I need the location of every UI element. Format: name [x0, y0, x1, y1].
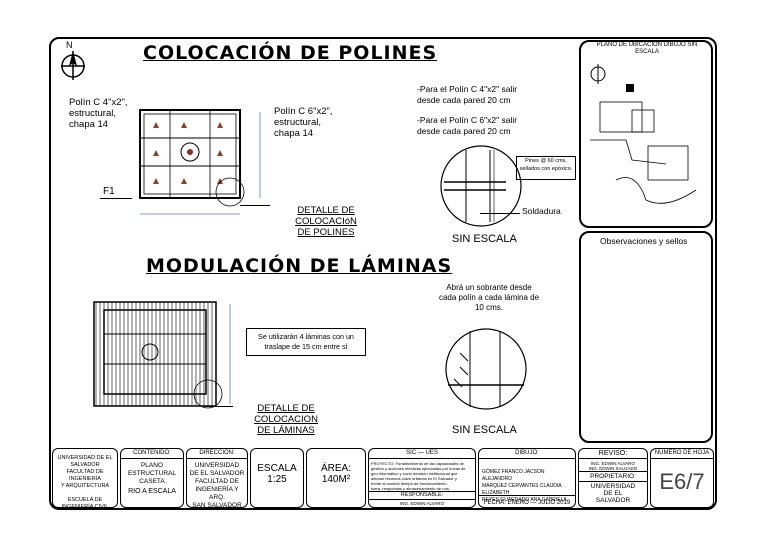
- tb-propietario-text: UNIVERSIDAD DE EL SALVADOR: [590, 483, 636, 504]
- ubicacion-panel: [579, 40, 713, 228]
- tb-contenido-text: PLANO ESTRUCTURAL CASETA: [127, 462, 177, 485]
- tb-hoja-number: E6/7: [659, 469, 705, 494]
- polin-4x2-label: Polín C 4"x2", estructural, chapa 14: [69, 97, 128, 130]
- polines-detail-circle: [440, 145, 522, 227]
- sin-escala-polines: SIN ESCALA: [452, 233, 517, 245]
- north-label: N: [66, 40, 73, 50]
- soldadura-label: Soldadura: [522, 206, 561, 216]
- detalle-laminas-label: DETALLE DE COLOCACION DE LÁMINAS: [254, 403, 318, 436]
- laminas-plan-drawing: /* placeholder */: [93, 301, 231, 409]
- polin-6x2-label: Polín C 6"x2", estructural, chapa 14: [274, 106, 333, 139]
- tb-area-text: ÁREA: 140M²: [320, 463, 351, 485]
- tb-school: UNIVERSIDAD DE EL SALVADOR FACULTAD DE I…: [52, 448, 118, 508]
- tb-direccion: DIRECCIÓN: UNIVERSIDAD DE EL SALVADOR FA…: [186, 448, 248, 508]
- tb-reviso-header: REVISÓ:: [579, 449, 647, 459]
- polin-6x2-note: -Para el Polín C 6"x2" salir desde cada …: [417, 115, 518, 136]
- tb-sic-text: PROYECTO: Fortalecimiento de las capacid…: [371, 461, 466, 491]
- polin-4x2-note: -Para el Polín C 4"x2" salir desde cada …: [417, 84, 518, 105]
- f1-leader: [100, 198, 132, 199]
- tb-escala: ESCALA 1:25: [250, 448, 304, 508]
- tb-contenido-sub: RIO A ESCALA: [128, 488, 176, 495]
- laminas-note: Abrá un sobrante desde cada polín a cada…: [438, 283, 540, 312]
- tb-dibujo-text: GÓMEZ FRANCO JACSON ALEJANDRO MÁRQUEZ CE…: [482, 469, 567, 503]
- tb-escala-text: ESCALA 1:25: [257, 463, 297, 485]
- f1-label: F1: [103, 186, 115, 197]
- laminas-callout: Se utilizarán 4 láminas con un traslape …: [246, 328, 366, 356]
- tb-reviso-text: ING. EDWIN ALVARO ING. EDWIN SALGADO: [588, 461, 638, 471]
- tb-sic: SIC — UES PROYECTO: Fortalecimiento de l…: [368, 448, 476, 508]
- tb-dibujo: DIBUJO: GÓMEZ FRANCO JACSON ALEJANDRO MÁ…: [478, 448, 576, 508]
- location-map-drawing: [590, 64, 697, 204]
- ubicacion-title: PLANO DE UBICACIÓN DIBUJO SIN ESCALA: [596, 42, 698, 55]
- title-colocacion-polines: COLOCACIÓN DE POLINES: [143, 42, 438, 64]
- drawing-frame: [49, 37, 717, 510]
- tb-sic-header: SIC — UES: [369, 449, 475, 459]
- tb-propietario-header: PROPIETARIO:: [579, 471, 647, 482]
- tb-contenido: CONTENIDO: PLANO ESTRUCTURAL CASETA RIO …: [120, 448, 184, 508]
- observaciones-label: Observaciones y sellos: [600, 236, 688, 246]
- tb-responsable-text: ING. EDWIN ALVARO ING. EDWIN SALGADO: [398, 501, 447, 507]
- tb-school-text: UNIVERSIDAD DE EL SALVADOR FACULTAD DE I…: [57, 455, 113, 508]
- tb-contenido-header: CONTENIDO:: [121, 449, 183, 459]
- sin-escala-laminas: SIN ESCALA: [452, 424, 517, 436]
- tb-dibujo-header: DIBUJO:: [479, 449, 575, 459]
- laminas-detail-circle: [445, 328, 527, 410]
- polines-plan-drawing: [139, 109, 261, 215]
- detalle-laminas-leader: [205, 406, 233, 407]
- title-modulacion-laminas: MODULACIÓN DE LÁMINAS: [146, 255, 453, 277]
- tb-hoja: NÚMERO DE HOJA E6/7: [650, 448, 714, 508]
- tb-responsable-header: RESPONSABLE:: [369, 491, 475, 500]
- pines-callout: Pines @ 60 cms, sellados con epóxico.: [516, 156, 576, 180]
- north-arrow-icon: [61, 51, 85, 80]
- tb-reviso: REVISÓ: ING. EDWIN ALVARO ING. EDWIN SAL…: [578, 448, 648, 508]
- soldadura-leader: [480, 213, 520, 214]
- tb-hoja-header: NÚMERO DE HOJA: [651, 449, 713, 459]
- tb-fecha: FECHA: ENERO — JULIO 2019: [479, 495, 575, 507]
- observaciones-panel: [579, 231, 713, 443]
- detalle-polines-leader: [240, 205, 270, 206]
- detalle-polines-label: DETALLE DE COLOCACIóN DE POLINES: [295, 205, 357, 238]
- tb-direccion-header: DIRECCIÓN:: [187, 449, 247, 459]
- tb-area: ÁREA: 140M²: [306, 448, 366, 508]
- tb-direccion-text: UNIVERSIDAD DE EL SALVADOR FACULTAD DE I…: [189, 462, 245, 508]
